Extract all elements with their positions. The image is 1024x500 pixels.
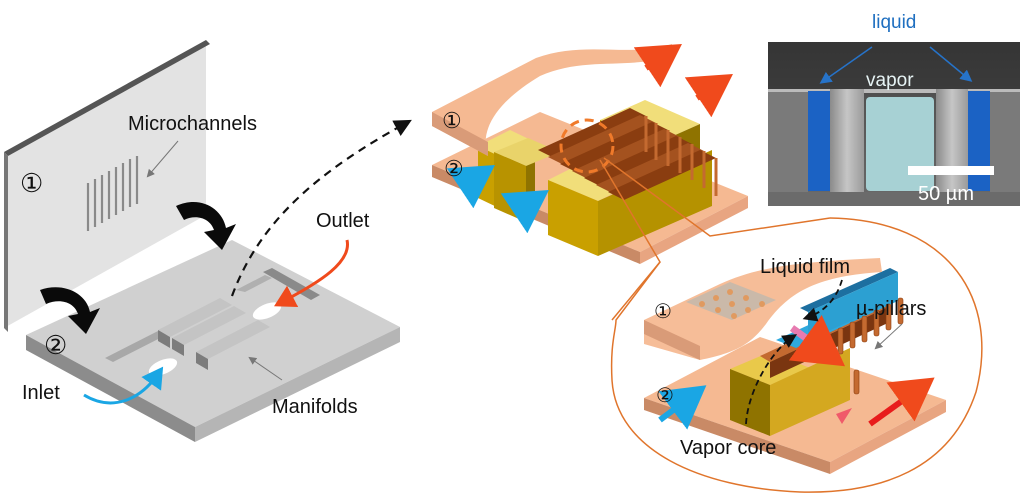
middle-assembly: ① ② [432, 44, 748, 264]
microchannel-slots [86, 156, 139, 231]
fold-arrow-right [176, 201, 236, 250]
sem-pillar-right [936, 89, 968, 193]
zoom-top-plate [644, 258, 882, 360]
plate-2-number: ② [44, 330, 67, 360]
zoom-region-circle [559, 118, 615, 174]
zoom-layer-1-number: ① [654, 301, 672, 323]
plate-1 [4, 40, 210, 332]
microchannel-fins [538, 108, 718, 200]
microchannels-label: Microchannels [128, 113, 257, 135]
layer-2-number: ② [444, 156, 464, 181]
pillars-pointer [874, 323, 903, 350]
zoom-inlet-arrow [658, 385, 707, 430]
liquid-region-left [808, 91, 830, 191]
scale-bar [908, 166, 994, 175]
liquid-region-right [968, 91, 990, 191]
fold-arrow-left [40, 287, 100, 334]
liquid-film-label: Liquid film [760, 256, 850, 278]
manifolds-pointer [248, 356, 283, 381]
vapor-label: vapor [866, 70, 914, 91]
microchannels-pointer [146, 140, 179, 178]
vapor-core-pointer [745, 334, 798, 425]
liquid-arrow-left [819, 46, 873, 84]
sem-image-inset: 50 µm vapor [768, 42, 1020, 206]
layer-1-number: ① [442, 108, 462, 133]
outlet-arrow [274, 239, 349, 308]
outlet-arrow-top-1 [633, 44, 682, 88]
evaporation-arrow [788, 314, 846, 367]
liquid-label: liquid [872, 12, 916, 33]
inlet-arrow [83, 366, 164, 405]
liquid-film-pointer [802, 279, 843, 322]
vapor-region [866, 97, 934, 191]
outlet-arrow-top-2 [684, 74, 733, 118]
zoomed-detail-panel: ① ② Liquid film µ-pillars Vapor core [610, 217, 983, 493]
manifold-ribs [158, 298, 270, 370]
vapor-core-label: Vapor core [680, 437, 776, 459]
zoom-oval-outline [610, 217, 983, 493]
sem-pillar-left [830, 89, 864, 193]
outlet-label: Outlet [316, 210, 370, 232]
inlet-arrow-1 [446, 165, 495, 209]
scale-bar-label: 50 µm [918, 183, 974, 205]
callout-line-upper [603, 157, 831, 237]
manifolds-label: Manifolds [272, 396, 358, 418]
vapor-exit-arrowhead [836, 408, 852, 424]
liquid-arrow-right [929, 46, 973, 82]
zoom-layer-2-number: ② [656, 385, 674, 407]
inlet-label: Inlet [22, 382, 60, 404]
micro-pillars-label: µ-pillars [856, 298, 926, 320]
zoom-dashed-arrow [230, 119, 412, 297]
plate-1-number: ① [20, 168, 43, 198]
inlet-arrow-2 [500, 190, 549, 234]
left-assembly: ① ② Microchannels Outlet Inlet Manifolds [4, 40, 412, 442]
zoom-outlet-arrow [868, 377, 935, 427]
